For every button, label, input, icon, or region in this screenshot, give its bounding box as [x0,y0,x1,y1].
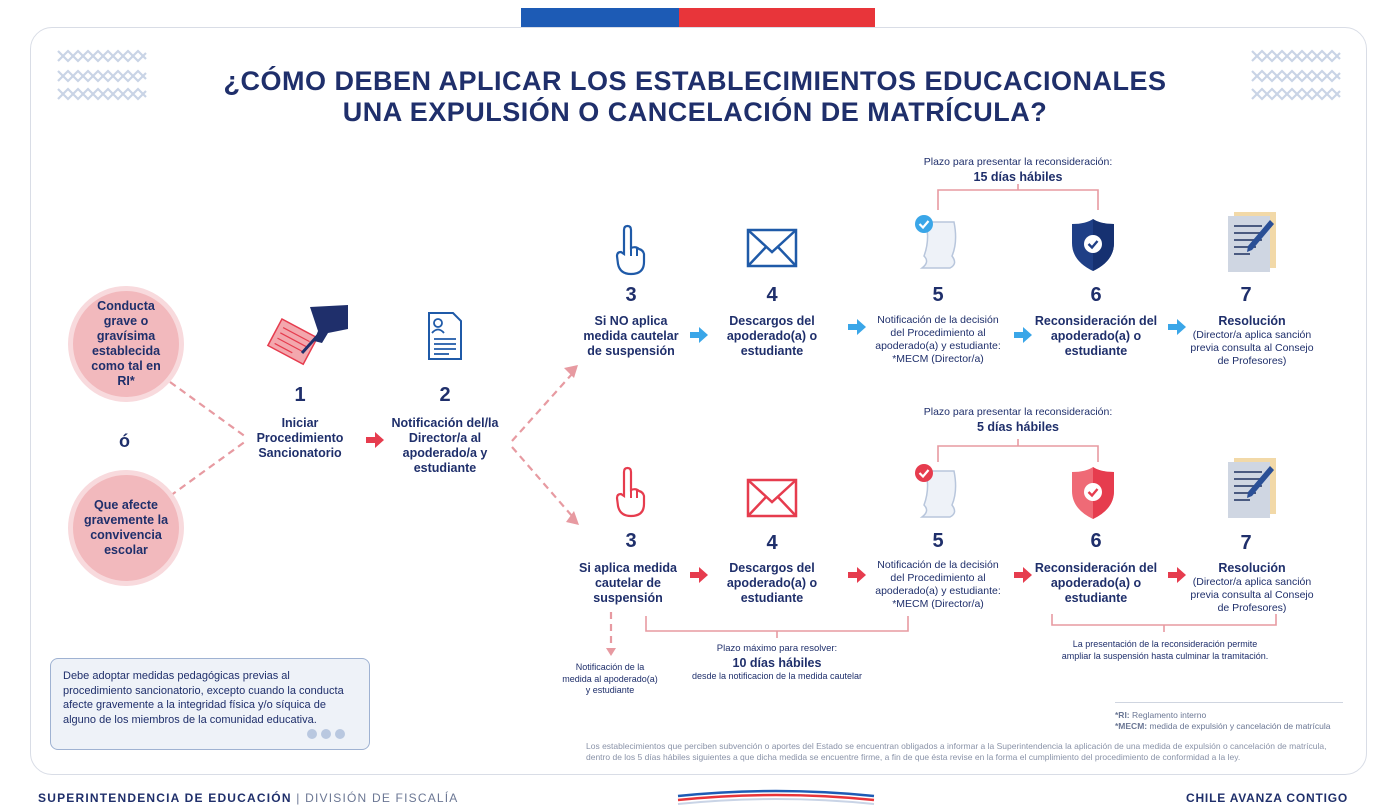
step-2-number: 2 [439,384,451,406]
step-2-label: Notificación del/la Director/a al apoder… [391,416,499,475]
bottom-step-4-number: 4 [766,532,778,554]
bracket-reconsideration [1051,614,1277,626]
arrow-top-3-4 [690,327,708,343]
top-step-5-label: Notificación de la decisión del Procedim… [875,314,1001,365]
info-box: Debe adoptar medidas pedagógicas previas… [50,658,370,750]
resolve-caption: Plazo máximo para resolver: [716,643,838,654]
top-step-4-number: 4 [766,284,778,306]
scroll-check-icon [915,464,957,518]
decorative-pattern-icon [1251,49,1341,101]
bottom-step-7-label: (Director/a aplica sanción previa consul… [1190,576,1314,614]
footer-division: DIVISIÓN DE FISCALÍA [305,791,459,805]
bracket-resolve [645,616,909,632]
envelope-icon [746,478,798,518]
document-person-icon [428,312,462,360]
hand-raised-icon [615,466,646,518]
condition-separator: ó [119,431,130,451]
page-title: ¿CÓMO DEBEN APLICAR LOS ESTABLECIMIENTOS… [180,66,1210,128]
top-step-6-label: Reconsideración del apoderado(a) o estud… [1034,314,1158,358]
title-line-2: UNA EXPULSIÓN O CANCELACIÓN DE MATRÍCULA… [342,97,1048,127]
top-step-4-label: Descargos del apoderado(a) o estudiante [726,314,818,358]
reconsideration-note: La presentación de la reconsideración pe… [1061,639,1269,661]
connector-condition-1 [169,381,247,438]
arrow-bottom-5-6 [1014,567,1032,583]
definitions-divider [1115,702,1343,703]
footer-slogan: CHILE AVANZA CONTIGO [1186,791,1348,805]
definitions: *RI: Reglamento interno *MECM: medida de… [1115,710,1330,732]
decorative-pattern-icon [57,49,147,101]
step-1-label: Iniciar Procedimiento Sancionatorio [256,416,344,460]
arrow-bottom-6-7 [1168,567,1186,583]
shield-check-icon [1072,219,1114,271]
condition-circle-1: Conducta grave o gravísima establecida c… [68,286,184,402]
step-1-number: 1 [294,384,306,406]
flag-stripe-red [679,8,875,28]
condition-circle-2: Que afecte gravemente la convivencia esc… [68,470,184,586]
dots-icon [307,729,345,739]
top-deadline-value: 15 días hábiles [973,170,1063,184]
suspension-note: Notificación de la medida al apoderado(a… [562,662,658,695]
bracket-bottom-deadline [937,445,1099,462]
top-deadline-caption: Plazo para presentar la reconsideración: [923,156,1113,168]
footer-org-name: SUPERINTENDENCIA DE EDUCACIÓN [38,791,292,805]
bottom-step-4-label: Descargos del apoderado(a) o estudiante [726,561,818,605]
top-step-3-label: Si NO aplica medida cautelar de suspensi… [583,314,679,358]
bottom-step-7-number: 7 [1240,532,1252,554]
footer-separator: | [296,791,301,805]
signing-document-icon [266,305,348,366]
document-pencil-icon [1228,458,1276,518]
arrowhead-top [564,365,578,378]
connector-branch-top [511,373,573,442]
arrow-step1-step2 [366,432,384,448]
legal-disclaimer: Los establecimientos que perciben subven… [586,741,1327,762]
arrow-bottom-3-4 [690,567,708,583]
top-step-7-title: Resolución [1218,314,1286,328]
bottom-step-6-label: Reconsideración del apoderado(a) o estud… [1034,561,1158,605]
arrow-top-4-5 [848,319,866,335]
bottom-deadline-value: 5 días hábiles [977,420,1059,434]
arrow-top-6-7 [1168,319,1186,335]
arrowhead-bottom [566,511,579,525]
connector-branch-bottom [511,446,573,517]
definition-mecm: *MECM: medida de expulsión y cancelación… [1115,721,1331,731]
bottom-step-3-label: Si aplica medida cautelar de suspensión [579,561,677,605]
footer-organization: SUPERINTENDENCIA DE EDUCACIÓN | DIVISIÓN… [38,791,459,805]
title-line-1: ¿CÓMO DEBEN APLICAR LOS ESTABLECIMIENTOS… [223,66,1167,96]
condition-1-label: Conducta grave o gravísima establecida c… [91,299,161,388]
envelope-icon [746,228,798,268]
arrow-top-5-6 [1014,327,1032,343]
bottom-step-5-number: 5 [932,530,944,552]
bottom-step-6-number: 6 [1090,530,1102,552]
top-step-6-number: 6 [1090,284,1102,306]
scroll-check-icon [915,215,957,269]
condition-2-label: Que afecte gravemente la convivencia esc… [83,498,169,557]
bracket-top-deadline [937,189,1099,210]
bottom-deadline-caption: Plazo para presentar la reconsideración: [923,406,1113,418]
bottom-step-3-number: 3 [625,530,637,552]
shield-check-icon [1072,467,1114,519]
info-box-text: Debe adoptar medidas pedagógicas previas… [63,670,344,726]
resolve-sub: desde la notificacion de la medida caute… [691,671,863,681]
top-step-5-number: 5 [932,284,944,306]
bottom-step-5-label: Notificación de la decisión del Procedim… [875,559,1001,610]
top-step-7-number: 7 [1240,284,1252,306]
arrow-bottom-4-5 [848,567,866,583]
government-logo-mark [677,789,875,805]
arrowhead-note [606,648,616,656]
connector-condition-2 [169,440,247,497]
bottom-step-7-title: Resolución [1218,561,1286,575]
document-pencil-icon [1228,212,1276,272]
hand-raised-icon [615,224,646,276]
top-step-3-number: 3 [625,284,637,306]
top-step-7-label: (Director/a aplica sanción previa consul… [1190,329,1314,367]
resolve-value: 10 días hábiles [732,656,822,670]
infographic-card [30,27,1367,775]
flag-stripe-blue [521,8,679,28]
definition-ri: *RI: Reglamento interno [1115,710,1207,720]
